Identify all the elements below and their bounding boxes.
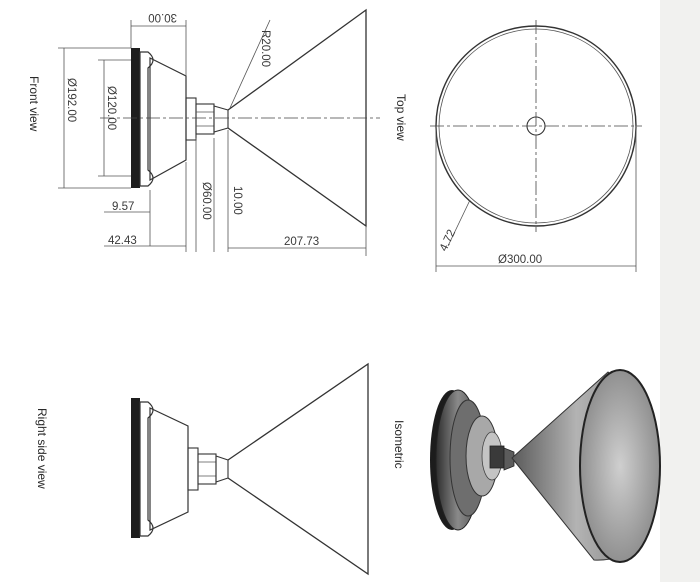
front-view: 30.00 R20.00 Ø192.00 Ø120.00 9.57 42.43 …	[27, 8, 380, 256]
dim-30: 30.00	[148, 11, 177, 23]
right-side-view-label: Right side view	[35, 408, 49, 489]
dim-42-43: 42.43	[108, 235, 137, 247]
top-view-label: Top view	[394, 94, 408, 141]
iso-nozzle	[503, 447, 515, 471]
dim-10: 10.00	[231, 186, 243, 215]
front-view-label: Front view	[27, 76, 41, 132]
dim-r20: R20.00	[259, 30, 271, 67]
paper-shadow-edge	[660, 0, 700, 582]
side-base-plate	[131, 398, 140, 538]
isometric-view: Isometric	[392, 369, 661, 563]
side-hub-body	[149, 407, 189, 531]
side-groove-ring	[139, 401, 154, 537]
iso-cone-mouth	[579, 369, 661, 563]
dim-207-73: 207.73	[284, 236, 319, 248]
dim-300: Ø300.00	[498, 254, 542, 266]
dim-120: Ø120.00	[105, 86, 117, 130]
hub-body	[149, 57, 187, 182]
right-side-view: Right side view	[35, 362, 369, 576]
groove-ring	[139, 51, 154, 187]
nozzle-tip	[213, 105, 229, 133]
iso-nut	[489, 445, 505, 469]
side-cone	[227, 362, 369, 576]
dim-60: Ø60.00	[200, 182, 212, 220]
isometric-label: Isometric	[392, 420, 406, 469]
dim-192: Ø192.00	[65, 78, 77, 122]
dim-9-57: 9.57	[112, 201, 134, 213]
